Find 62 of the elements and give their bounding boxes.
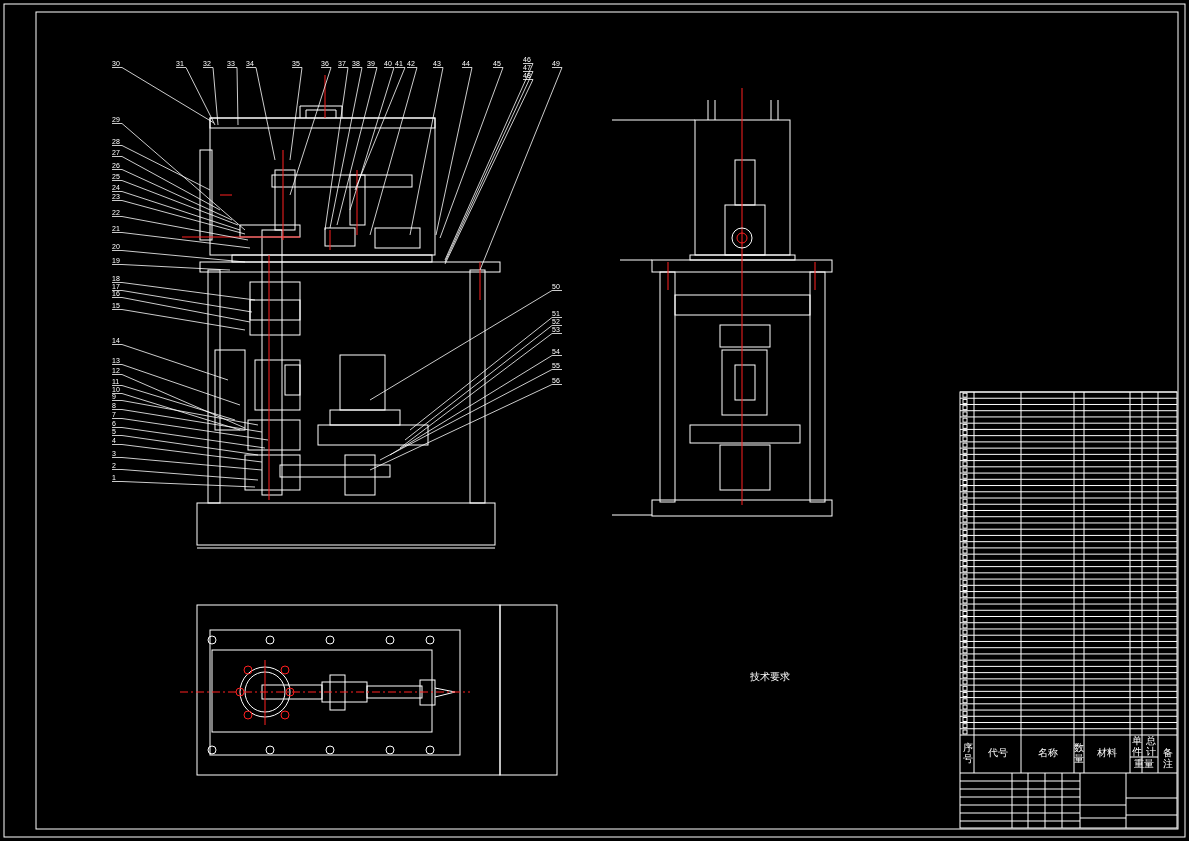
leader-line [409,67,444,236]
column-header: 材料 [1096,748,1118,759]
column-header: 名称 [1036,748,1059,759]
leader-line [111,232,251,249]
leader-line [111,309,246,331]
leader-line [111,180,239,226]
leader-line [329,67,363,229]
leader-line [111,290,253,313]
leader-line [175,67,216,126]
leader-line [369,67,418,236]
leader-line [245,67,276,161]
leader-line [289,67,332,196]
leader-line [111,297,251,323]
leader-line [404,325,563,441]
leader-line [336,67,378,226]
column-header: 单件 [1131,736,1142,757]
leader-line [111,393,241,431]
leader-line [111,145,211,191]
leader-line [226,67,239,126]
leader-line [354,67,406,191]
column-header: 重量 [1133,759,1155,770]
leader-line [111,457,263,471]
leader-line [111,200,246,235]
leader-line [479,67,563,271]
leader-line [369,290,563,401]
leader-line [111,469,259,481]
leader-line [111,364,241,406]
column-header: 总计 [1145,736,1156,757]
leader-line [111,444,263,463]
leader-line [111,435,259,456]
leader-line [379,369,563,461]
leader-line [111,169,233,221]
leader-line [111,156,221,211]
leader-line [435,67,473,236]
column-header: 序号 [962,743,973,764]
notes-heading: 技术要求 [749,672,791,683]
leader-line [369,384,563,471]
leader-line [111,216,249,241]
leader-line [111,344,229,381]
leader-line [111,282,256,301]
leader-line [289,67,303,161]
leader-line [111,481,256,488]
leader-line [111,250,246,263]
leader-line [399,333,563,449]
column-header: 备注 [1161,748,1174,769]
leader-line [324,67,349,231]
leader-line [409,317,563,431]
leader-line [439,67,504,239]
leader-line [111,385,236,421]
leader-line [111,123,246,231]
leader-line [111,191,241,231]
leader-line [111,400,259,426]
leader-line [202,67,219,126]
leader-line [111,374,246,429]
leader-line [111,67,215,124]
leader-line [111,418,269,441]
column-header: 数量 [1074,743,1084,764]
leader-line [349,67,395,211]
column-header: 代号 [986,748,1009,759]
leader-line [111,264,231,271]
leader-line [111,427,266,449]
leader-line [111,409,263,433]
